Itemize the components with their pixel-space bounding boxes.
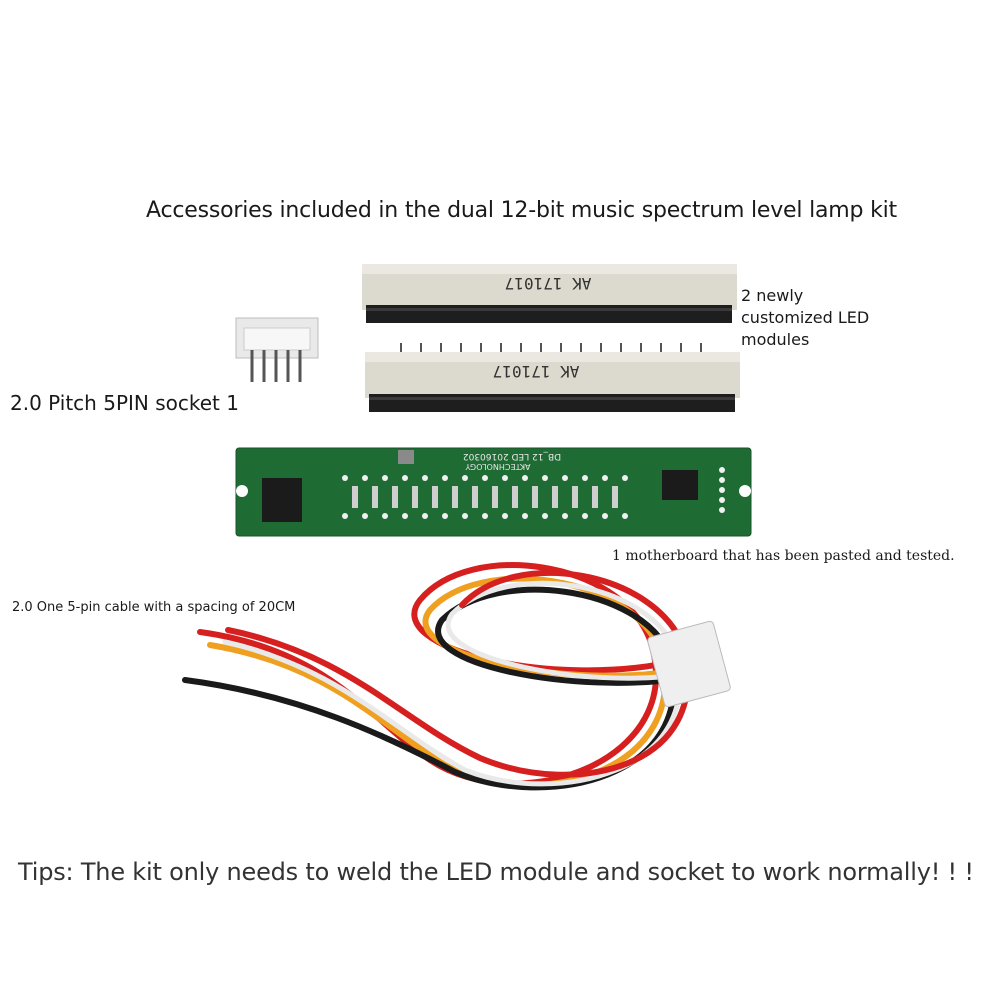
motherboard: DB_12 LED 20160302 AKTECHNOLOGY <box>235 447 752 537</box>
cable-label: 2.0 One 5-pin cable with a spacing of 20… <box>12 600 296 615</box>
kit-title: Accessories included in the dual 12-bit … <box>146 198 897 223</box>
led-module-top: AK 171017 <box>362 264 737 323</box>
led-module-bottom-print: AK 171017 <box>493 362 580 381</box>
pcb-print-line2: AKTECHNOLOGY <box>465 462 530 471</box>
led-module-bottom: AK 171017 <box>365 343 740 412</box>
pcb-print-line1: DB_12 LED 20160302 <box>463 451 561 461</box>
motherboard-label: 1 motherboard that has been pasted and t… <box>612 548 955 564</box>
led-modules-label: 2 newly customized LED modules <box>741 286 870 349</box>
pin-socket <box>235 317 319 382</box>
cable <box>182 562 731 791</box>
led-module-top-print: AK 171017 <box>505 274 592 293</box>
tips-text: Tips: The kit only needs to weld the LED… <box>18 858 974 886</box>
socket-label: 2.0 Pitch 5PIN socket 1 <box>10 391 239 415</box>
